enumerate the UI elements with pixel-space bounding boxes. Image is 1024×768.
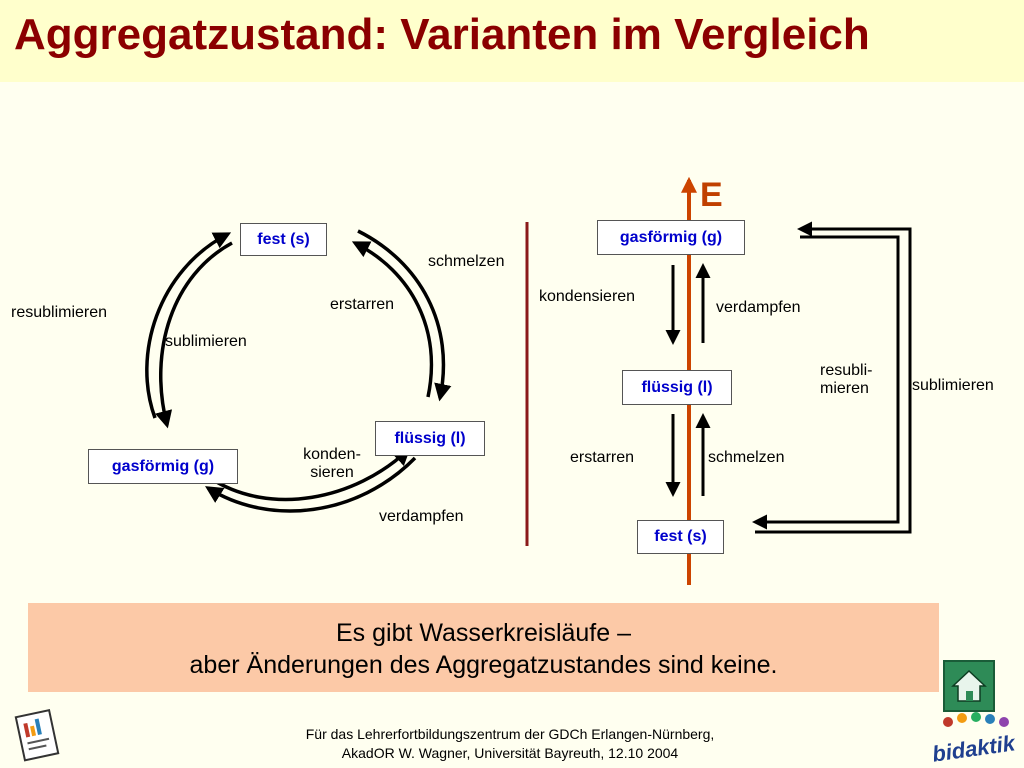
document-icon[interactable] (12, 707, 64, 763)
box-fest-right: fest (s) (637, 520, 724, 554)
conclusion-box: Es gibt Wasserkreisläufe – aber Änderung… (28, 603, 939, 692)
arrow-kondensieren (209, 447, 411, 502)
arrow-resublimieren-right (752, 235, 900, 530)
label-erstarren-right: erstarren (570, 449, 635, 466)
conclusion-line-2: aber Änderungen des Aggregatzustandes si… (189, 651, 778, 679)
home-icon (951, 669, 987, 702)
footer-line-1: Für das Lehrerfortbildungszentrum der GD… (305, 726, 715, 742)
label-kondensieren-left: konden- sieren (303, 446, 361, 481)
arrow-verdampfen (205, 456, 417, 513)
energy-label: E (700, 176, 723, 214)
label-verdampfen-left: verdampfen (379, 508, 464, 525)
label-resublimieren-right: resubli- mieren (820, 362, 873, 397)
label-erstarren-left: erstarren (330, 296, 395, 313)
label-resublimieren-left: resublimieren (11, 304, 108, 321)
label-schmelzen-left: schmelzen (428, 253, 505, 270)
box-fluessig-left: flüssig (l) (375, 421, 485, 456)
label-sublimieren-right: sublimieren (912, 377, 994, 394)
box-gasfoermig-left: gasförmig (g) (88, 449, 238, 484)
label-kondensieren-right: kondensieren (539, 288, 636, 305)
label-schmelzen-right: schmelzen (708, 449, 785, 466)
box-fluessig-right: flüssig (l) (622, 370, 732, 405)
arrow-sublimieren (155, 241, 233, 429)
arrow-erstarren (351, 241, 434, 398)
label-sublimieren-left: sublimieren (165, 333, 247, 350)
footer-line-2: AkadOR W. Wagner, Universität Bayreuth, … (341, 745, 679, 761)
arrow-resublimieren (145, 232, 232, 419)
logo-text: bidaktik (934, 730, 1018, 766)
bidaktik-logo: bidaktik (934, 712, 1018, 766)
home-button[interactable] (943, 660, 995, 712)
box-fest-left: fest (s) (240, 223, 327, 256)
label-verdampfen-right: verdampfen (716, 299, 801, 316)
page-title: Aggregatzustand: Varianten im Vergleich (14, 10, 870, 59)
conclusion-line-1: Es gibt Wasserkreisläufe – (335, 619, 632, 647)
arrow-sublimieren-right (755, 221, 912, 534)
title-bar: Aggregatzustand: Varianten im Vergleich (0, 0, 1024, 82)
box-gasfoermig-right: gasförmig (g) (597, 220, 745, 255)
arrow-schmelzen (357, 229, 452, 402)
footer: Für das Lehrerfortbildungszentrum der GD… (160, 725, 860, 763)
